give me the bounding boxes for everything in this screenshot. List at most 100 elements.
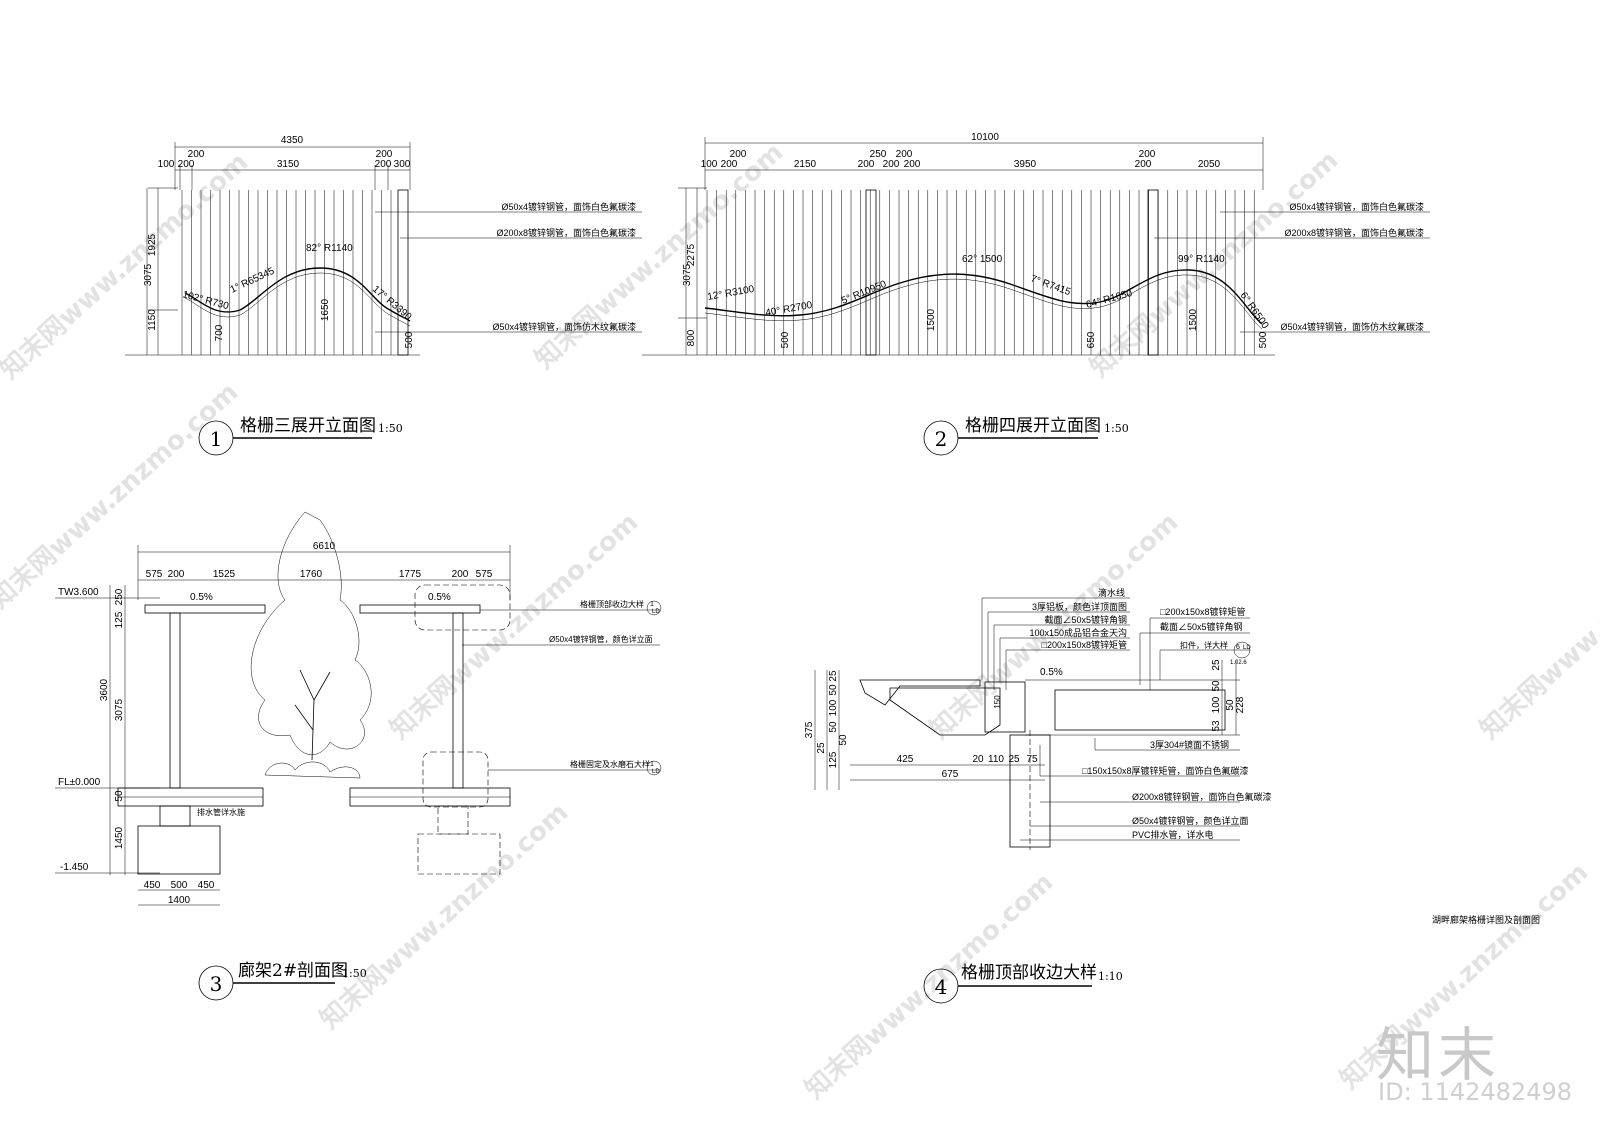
drawing-title: 格栅三展开立面图 [240, 416, 376, 436]
dim-b-2: 500 [171, 880, 188, 891]
detail-grille-top-edge: 0.5% 375 25 50 100 50 50 125 25 25 50 10… [804, 587, 1272, 1004]
dim-seg-1: 100 [158, 159, 175, 170]
dim-l-125: 125 [828, 751, 839, 768]
slope-left: 0.5% [190, 592, 213, 603]
note-1: Ø50x4镀锌钢管，面饰白色氟碳漆 [501, 201, 636, 212]
note-2: Ø200x8镀锌钢管，面饰白色氟碳漆 [1284, 227, 1424, 238]
steel-post-2 [1147, 189, 1159, 356]
dim-3: 1525 [213, 569, 236, 580]
dim-v-3075: 3075 [114, 698, 125, 721]
dim-r-7: 3950 [1014, 159, 1037, 170]
dim-height-upper: 2275 [686, 243, 697, 266]
dim-r-50a: 50 [1211, 680, 1222, 692]
detail-ref-circle-1 [646, 600, 662, 616]
level-fl: FL±0.000 [58, 777, 101, 788]
dim-height-upper: 1925 [147, 233, 158, 256]
dim-v-3600: 3600 [99, 678, 110, 701]
tree-illustration [251, 511, 372, 779]
watermark-text-4: 知末网www.znzmo.com [0, 377, 244, 615]
dim-inner-700: 700 [214, 324, 225, 341]
dim-height-lower: 1150 [147, 309, 158, 331]
watermark-text-8: 知末网www.znzmo.com [315, 797, 575, 1035]
note-right-1: □200x150x8镀锌矩管 [1160, 606, 1245, 617]
dim-inner-1: 500 [780, 331, 791, 348]
wave-curve [184, 267, 411, 322]
arc-label-1: 102° R730 [181, 289, 230, 312]
watermark-text-5: 知末网www.znzmo.com [385, 507, 645, 745]
brand-logo: 知末 [1375, 1021, 1500, 1089]
dim-v-50: 50 [114, 790, 125, 802]
slope-right: 0.5% [428, 592, 451, 603]
dim-r-2: 200 [721, 159, 738, 170]
dim-seg-2: 200 [178, 159, 195, 170]
section-corridor-2: 6610 575 200 1525 1760 1775 200 575 TW3.… [55, 511, 662, 1001]
steel-post [397, 189, 409, 356]
dim-l-100: 100 [828, 699, 839, 716]
wave-curve [704, 269, 1263, 325]
dim-inner-5: 500 [1258, 331, 1269, 348]
dim-b-675: 675 [942, 769, 959, 780]
drain-label: 排水管详水施 [197, 807, 245, 817]
note-2: Ø50x4镀锌钢管，颜色详立面 [549, 634, 653, 644]
arc-label-4: 17° R3390 [370, 284, 414, 323]
dim-r-3: 2150 [794, 159, 817, 170]
dim-r-1: 100 [701, 159, 718, 170]
footing-right [417, 833, 501, 875]
dim-inner-500: 500 [404, 331, 415, 348]
dim-b-3: 450 [198, 880, 215, 891]
watermark-text-2: 知末网www.znzmo.com [530, 137, 790, 375]
dim-inner-2: 1500 [926, 308, 937, 331]
rect-tube [1054, 689, 1226, 731]
detail-callout-bottom [422, 751, 489, 808]
dim-6: 200 [452, 569, 469, 580]
drawing-number: 1 [210, 427, 223, 451]
dim-b-20: 20 [972, 754, 984, 765]
dim-r-5: 200 [883, 159, 900, 170]
dim-top-2: 250 [870, 149, 887, 160]
dim-v-1450: 1450 [114, 826, 125, 849]
dim-l-50a: 50 [828, 684, 839, 696]
arc-label-1: 12° R3100 [707, 284, 756, 303]
ref1-top: 1 [650, 601, 654, 608]
note-bottom-5: PVC排水管，详水电 [1132, 829, 1214, 840]
ref-bottom: 1.02.6 [1230, 660, 1247, 666]
dim-height-total: 3075 [143, 263, 154, 286]
dim-l-375: 375 [804, 721, 815, 738]
dim-inner-1650: 1650 [320, 298, 331, 321]
note-right-3: 扣件，详大样 [1180, 640, 1228, 650]
dim-7: 575 [476, 569, 493, 580]
dim-r-8: 200 [1135, 159, 1152, 170]
ref-mid: LD [1243, 645, 1251, 651]
dim-b-total: 1400 [168, 895, 191, 906]
dim-top-4: 200 [1139, 149, 1156, 160]
detail-callout-top [414, 584, 511, 631]
note-bottom-1: 3厚304#镜面不锈钢 [1150, 739, 1229, 750]
dim-b-25: 25 [1008, 754, 1020, 765]
dim-l-50b: 50 [828, 721, 839, 733]
dim-4: 1760 [300, 569, 323, 580]
dim-seg-top-1: 200 [188, 149, 205, 160]
dim-total: 10100 [971, 132, 999, 143]
note-1: 格栅顶部收边大样 [580, 599, 644, 609]
level-tw: TW3.600 [58, 587, 99, 598]
note-top-1: 滴水线 [1098, 587, 1125, 598]
dim-r-4: 200 [858, 159, 875, 170]
note-bottom-4: Ø50x4镀锌钢管，颜色详立面 [1132, 815, 1249, 826]
dim-inner-4: 1500 [1188, 308, 1199, 331]
drawing-title: 格栅顶部收边大样 [961, 963, 1097, 983]
dim-r-228: 228 [1235, 696, 1246, 713]
ref1-bottom: LD [652, 609, 660, 615]
note-bottom-2: □150x150x8厚镀锌矩管，面饰白色氟碳漆 [1082, 765, 1248, 776]
dim-seg-3: 3150 [277, 159, 300, 170]
dim-b-110: 110 [988, 754, 1004, 765]
dim-seg-4: 200 [375, 159, 392, 170]
sheet-name: 湖畔廊架格栅详图及剖面图 [1432, 916, 1541, 926]
dim-r-9: 2050 [1198, 159, 1221, 170]
dim-seg-5: 300 [394, 159, 411, 170]
note-top-5: □200x150x8镀锌矩管 [1042, 639, 1127, 650]
drawing-title: 廊架2#剖面图 [238, 961, 348, 981]
drawing-number: 4 [935, 975, 948, 999]
dim-v-250: 250 [114, 588, 125, 605]
note-top-4: 100x150成品铝合金天沟 [1029, 627, 1127, 638]
